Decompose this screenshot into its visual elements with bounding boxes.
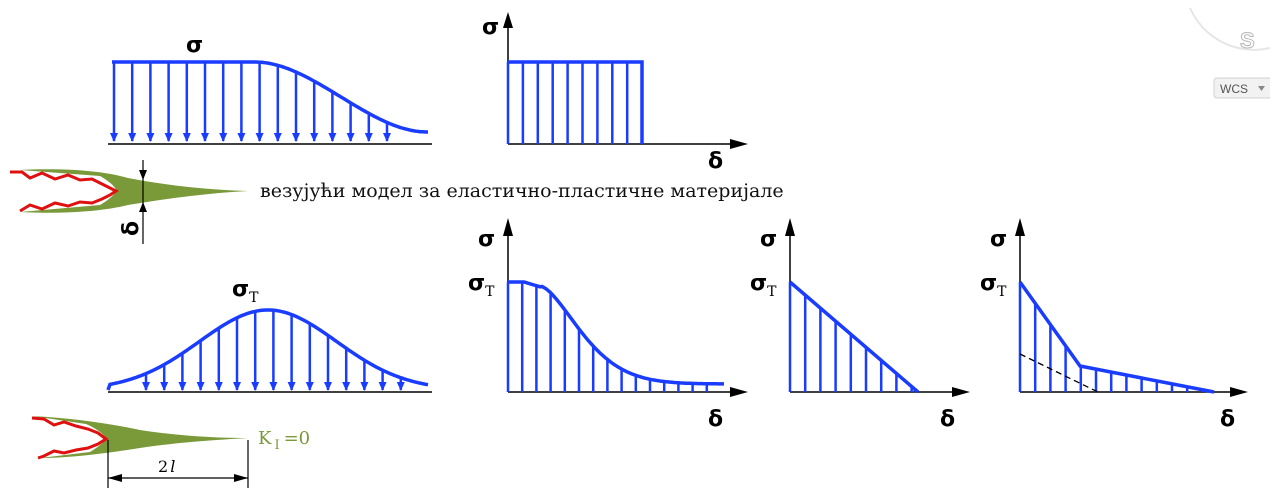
stress-hatching — [788, 282, 913, 392]
delta-axis-arrowhead — [1230, 387, 1248, 397]
bottom-stress-distribution: σT — [106, 277, 432, 393]
sigma-label: σ — [186, 33, 203, 58]
delta-axis-label: δ — [708, 149, 723, 174]
stress-rectangle — [508, 60, 644, 144]
stress-hatching — [506, 282, 709, 392]
crack-surface-plastic-zone — [10, 170, 119, 213]
view-navigation-cube[interactable]: S WCS — [1189, 7, 1270, 99]
navcube-face-s[interactable]: S — [1240, 28, 1256, 54]
sigma-T-label: σT — [232, 277, 259, 306]
wcs-dropdown-icon — [1258, 86, 1265, 91]
sigma-T-label: σT — [468, 271, 495, 300]
traction-separation-curve — [508, 280, 724, 386]
sigma-delta-plot-smooth: σ σT δ — [468, 218, 748, 432]
sigma-axis-arrowhead — [503, 218, 513, 236]
stress-arrows — [110, 62, 391, 142]
delta-axis-label: δ — [708, 407, 723, 432]
stress-hatching — [506, 62, 629, 144]
cohesive-model-caption: везујући модел за еластично-пластичне ма… — [260, 180, 784, 202]
delta-axis-arrowhead — [730, 387, 748, 397]
stress-hatching — [1018, 282, 1204, 392]
sigma-delta-plot-linear: σ σT δ — [750, 218, 970, 432]
sigma-T-label: σT — [750, 271, 777, 300]
sigma-axis-label: σ — [478, 227, 495, 252]
sigma-T-label: σT — [980, 271, 1007, 300]
top-stress-distribution: σ — [108, 33, 432, 145]
dim-arrow-left — [108, 474, 122, 482]
sigma-axis-label: σ — [760, 227, 777, 252]
sigma-axis-label: σ — [482, 15, 499, 40]
wcs-menu-button[interactable] — [1213, 77, 1270, 99]
delta-axis-label: δ — [1220, 407, 1235, 432]
dim-arrow-right — [234, 474, 248, 482]
crack-surface-plastic-zone — [31, 416, 109, 460]
sigma-axis-arrowhead — [503, 12, 513, 28]
traction-separation-line — [788, 280, 920, 394]
crack-shape-upper: δ — [10, 160, 248, 244]
opening-dim-arrow-bottom — [139, 202, 147, 212]
sigma-axis-label: σ — [990, 227, 1007, 252]
sigma-delta-plot-bilinear: σ σT δ — [980, 218, 1248, 432]
opening-dim-arrow-top — [139, 170, 147, 180]
stress-envelope — [112, 60, 428, 134]
sigma-delta-plot-rectangular: σ δ — [482, 12, 748, 174]
delta-axis-arrowhead — [952, 387, 970, 397]
crack-wedge — [32, 416, 248, 458]
dashed-extension — [1019, 353, 1099, 393]
delta-opening-label: δ — [119, 221, 144, 236]
delta-axis-label: δ — [940, 407, 955, 432]
navcube-ring[interactable] — [1189, 7, 1270, 51]
crack-wedge — [20, 169, 248, 213]
sigma-axis-arrowhead — [1015, 218, 1025, 236]
traction-separation-bilinear — [1018, 280, 1215, 394]
delta-axis-arrowhead — [730, 139, 748, 149]
stress-arrows — [142, 310, 405, 391]
wcs-label: WCS — [1220, 82, 1248, 96]
sigma-axis-arrowhead — [785, 218, 795, 236]
stress-envelope — [106, 308, 429, 391]
